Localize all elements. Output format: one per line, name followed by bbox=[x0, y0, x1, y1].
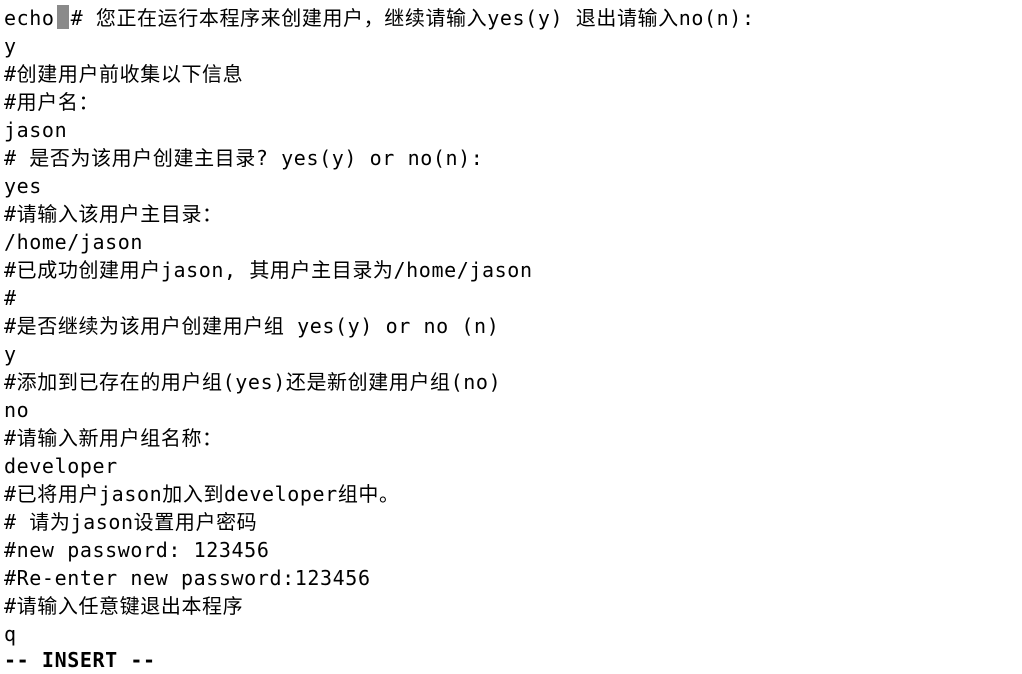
terminal-line: /home/jason bbox=[4, 230, 144, 254]
terminal-line: #请输入新用户组名称： bbox=[4, 426, 223, 450]
terminal-line: #已将用户jason加入到developer组中。 bbox=[4, 482, 400, 506]
terminal-line: #new password: 123456 bbox=[4, 538, 270, 562]
terminal-line: #请输入任意键退出本程序 bbox=[4, 594, 244, 618]
terminal-line: # 是否为该用户创建主目录? yes(y) or no(n): bbox=[4, 146, 484, 170]
terminal-line: jason bbox=[4, 118, 68, 142]
text-cursor bbox=[56, 5, 69, 29]
terminal-line: y bbox=[4, 34, 17, 58]
terminal-line: #已成功创建用户jason, 其用户主目录为/home/jason bbox=[4, 258, 533, 282]
terminal-line: # bbox=[4, 286, 17, 310]
terminal-line: # 请为jason设置用户密码 bbox=[4, 510, 258, 534]
terminal-line: #创建用户前收集以下信息 bbox=[4, 62, 244, 86]
terminal-line: #是否继续为该用户创建用户组 yes(y) or no (n) bbox=[4, 314, 500, 338]
terminal-line: #添加到已存在的用户组(yes)还是新创建用户组(no) bbox=[4, 370, 502, 394]
terminal-line: echo # 您正在运行本程序来创建用户，继续请输入yes(y) 退出请输入no(… bbox=[4, 4, 755, 32]
terminal-line: y bbox=[4, 342, 17, 366]
terminal-line: #用户名： bbox=[4, 90, 100, 114]
terminal-line: #请输入该用户主目录： bbox=[4, 202, 223, 226]
terminal-line: q bbox=[4, 622, 17, 646]
terminal-line: #Re-enter new password:123456 bbox=[4, 566, 371, 590]
terminal-line: yes bbox=[4, 174, 42, 198]
editor-mode-indicator: -- INSERT -- bbox=[4, 648, 156, 672]
command-text: echo bbox=[4, 6, 55, 30]
terminal-line: developer bbox=[4, 454, 118, 478]
prompt-text: # 您正在运行本程序来创建用户，继续请输入yes(y) 退出请输入no(n): bbox=[70, 6, 755, 30]
terminal-line: no bbox=[4, 398, 30, 422]
